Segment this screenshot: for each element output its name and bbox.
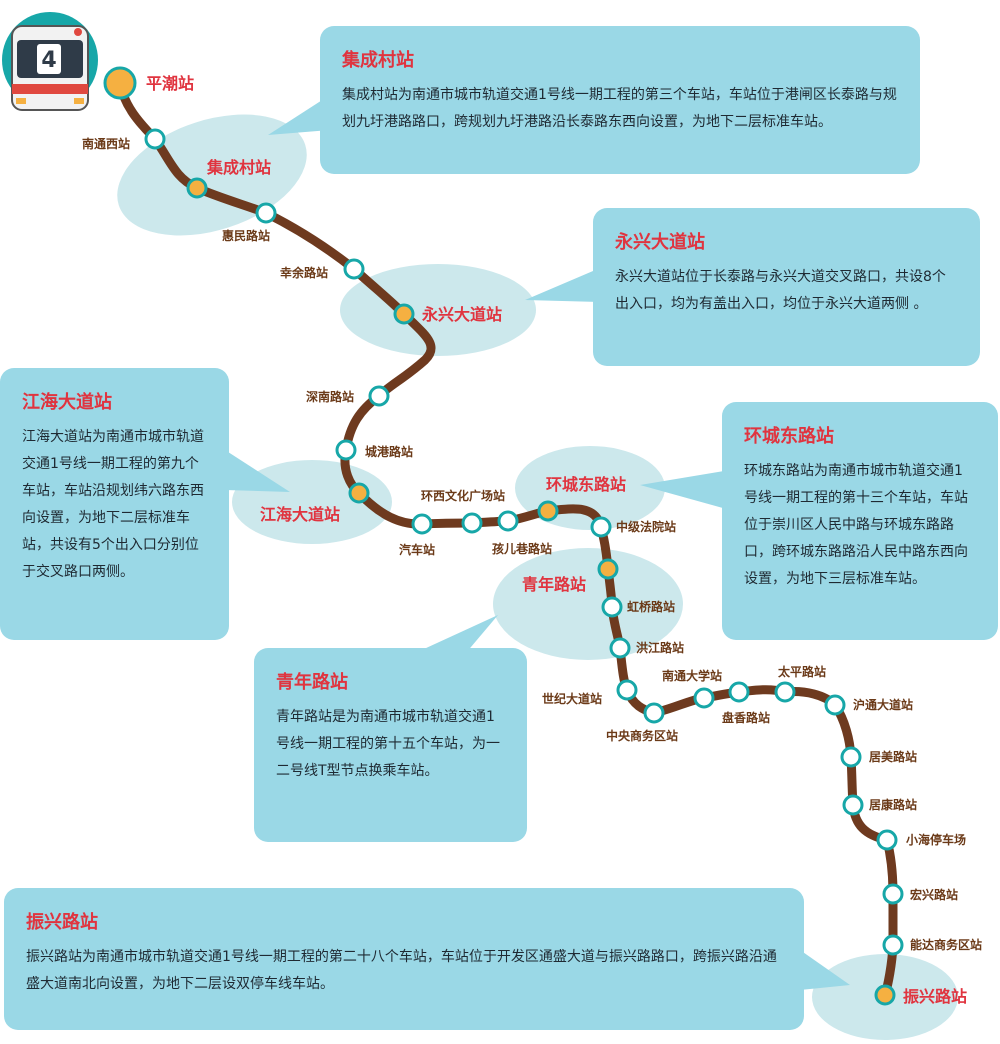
station-dot-nantong-univ[interactable] <box>693 687 715 709</box>
station-dot-qingnianlu[interactable] <box>597 558 619 580</box>
info-card-jianghai: 江海大道站 江海大道站为南通市城市轨道交通1号线一期工程的第九个车站，车站沿规划… <box>0 368 229 640</box>
station-label-xingyulu: 幸余路站 <box>280 265 328 280</box>
card-title: 集成村站 <box>342 50 414 71</box>
station-dot-jumei[interactable] <box>840 746 862 768</box>
station-dot-jukang[interactable] <box>842 794 864 816</box>
station-label-zhenxing: 振兴路站 <box>903 987 967 1006</box>
card-body: 永兴大道站位于长泰路与永兴大道交叉路口，共设8个出入口，均为有盖出入口，均位于永… <box>615 269 946 312</box>
station-dot-xingyulu[interactable] <box>343 258 365 280</box>
callout-pointer-zhenxing <box>800 950 850 990</box>
station-dot-jichengcun[interactable] <box>186 177 208 199</box>
card-body: 江海大道站为南通市城市轨道交通1号线一期工程的第九个车站，车站沿规划纬六路东西向… <box>22 429 204 580</box>
station-label-jukang: 居康路站 <box>869 797 917 812</box>
station-dot-jianghai[interactable] <box>348 482 370 504</box>
station-label-panxiang: 盘香路站 <box>722 710 770 725</box>
station-label-hongjiang: 洪江路站 <box>636 640 684 655</box>
station-label-zhongyang: 中央商务区站 <box>606 728 678 743</box>
station-label-huanxi: 环西文化广场站 <box>421 488 505 503</box>
station-dot-zhenxing[interactable] <box>874 984 896 1006</box>
card-title: 振兴路站 <box>26 912 98 933</box>
station-label-huiminlu: 惠民路站 <box>222 228 270 243</box>
station-dot-shiji[interactable] <box>616 679 638 701</box>
station-dot-nengda[interactable] <box>882 934 904 956</box>
station-label-jumei: 居美路站 <box>869 749 917 764</box>
station-dot-hutong[interactable] <box>824 694 846 716</box>
callout-pointer-yongxing <box>525 268 600 302</box>
callout-pointer-jichengcun <box>268 95 330 135</box>
station-label-hongqiao: 虹桥路站 <box>627 599 675 614</box>
card-title: 永兴大道站 <box>615 232 705 253</box>
station-dot-hongjiang[interactable] <box>609 637 631 659</box>
info-card-zhenxing: 振兴路站 振兴路站为南通市城市轨道交通1号线一期工程的第二十八个车站，车站位于开… <box>4 888 804 1030</box>
station-label-shiji: 世纪大道站 <box>542 691 602 706</box>
station-dot-panxiang[interactable] <box>728 681 750 703</box>
station-label-pingchao: 平潮站 <box>146 74 194 93</box>
info-card-huanchengdong: 环城东路站 环城东路站为南通市城市轨道交通1号线一期工程的第十三个车站，车站位于… <box>722 402 998 640</box>
station-dot-huiminlu[interactable] <box>255 202 277 224</box>
card-body: 环城东路站为南通市城市轨道交通1号线一期工程的第十三个车站，车站位于崇川区人民中… <box>744 463 968 587</box>
card-body: 集成村站为南通市城市轨道交通1号线一期工程的第三个车站，车站位于港闸区长泰路与规… <box>342 87 897 130</box>
station-dot-haierxiang[interactable] <box>497 510 519 532</box>
station-label-qingnianlu: 青年路站 <box>522 575 586 594</box>
card-title: 环城东路站 <box>744 426 834 447</box>
station-dot-huanchengdong[interactable] <box>537 500 559 522</box>
station-label-haierxiang: 孩儿巷路站 <box>492 541 552 556</box>
station-label-nantong-west: 南通西站 <box>82 136 130 151</box>
station-dot-hongxing[interactable] <box>882 883 904 905</box>
metro-train-icon: 4 <box>2 12 98 111</box>
info-card-jichengcun: 集成村站 集成村站为南通市城市轨道交通1号线一期工程的第三个车站，车站位于港闸区… <box>320 26 920 174</box>
station-label-huanchengdong: 环城东路站 <box>546 475 626 494</box>
station-dot-yongxing[interactable] <box>393 303 415 325</box>
station-label-hutong: 沪通大道站 <box>853 697 913 712</box>
station-dot-taiping[interactable] <box>774 681 796 703</box>
callout-pointer-jianghai <box>225 450 290 492</box>
station-label-chenggang: 城港路站 <box>365 444 413 459</box>
station-dot-hongqiao[interactable] <box>601 596 623 618</box>
card-body: 振兴路站为南通市城市轨道交通1号线一期工程的第二十八个车站，车站位于开发区通盛大… <box>26 949 777 992</box>
station-label-nengda: 能达商务区站 <box>910 937 982 952</box>
station-label-qiche: 汽车站 <box>399 542 435 557</box>
station-dot-pingchao[interactable] <box>103 66 137 100</box>
highlight-ellipse-qingnianlu <box>493 548 683 660</box>
highlight-ellipse-yongxing <box>340 264 536 356</box>
station-dot-huanxi[interactable] <box>461 512 483 534</box>
station-label-hongxing: 宏兴路站 <box>910 887 958 902</box>
station-dot-zhongji[interactable] <box>590 516 612 538</box>
station-label-shennanlu: 深南路站 <box>306 389 354 404</box>
station-label-yongxing: 永兴大道站 <box>421 305 502 324</box>
station-label-jianghai: 江海大道站 <box>260 505 340 524</box>
station-dot-nantong-west[interactable] <box>144 128 166 150</box>
card-title: 江海大道站 <box>22 392 112 413</box>
info-card-qingnianlu: 青年路站 青年路站是为南通市城市轨道交通1号线一期工程的第十五个车站，为一二号线… <box>254 648 527 842</box>
station-dot-shennanlu[interactable] <box>368 385 390 407</box>
station-dot-xiaohai[interactable] <box>876 829 898 851</box>
card-body: 青年路站是为南通市城市轨道交通1号线一期工程的第十五个车站，为一二号线T型节点换… <box>276 709 500 779</box>
station-label-zhongji: 中级法院站 <box>616 519 676 534</box>
line-number: 4 <box>41 48 56 73</box>
station-label-xiaohai: 小海停车场 <box>906 832 966 847</box>
info-card-yongxing: 永兴大道站 永兴大道站位于长泰路与永兴大道交叉路口，共设8个出入口，均为有盖出入… <box>593 208 980 366</box>
station-dot-qiche[interactable] <box>411 513 433 535</box>
station-label-jichengcun: 集成村站 <box>206 158 271 177</box>
callout-pointer-huanchengdong <box>640 470 730 510</box>
station-label-nantong-univ: 南通大学站 <box>662 668 722 683</box>
station-dot-chenggang[interactable] <box>335 439 357 461</box>
station-dot-zhongyang[interactable] <box>643 702 665 724</box>
card-title: 青年路站 <box>276 672 348 693</box>
station-label-taiping: 太平路站 <box>778 664 826 679</box>
